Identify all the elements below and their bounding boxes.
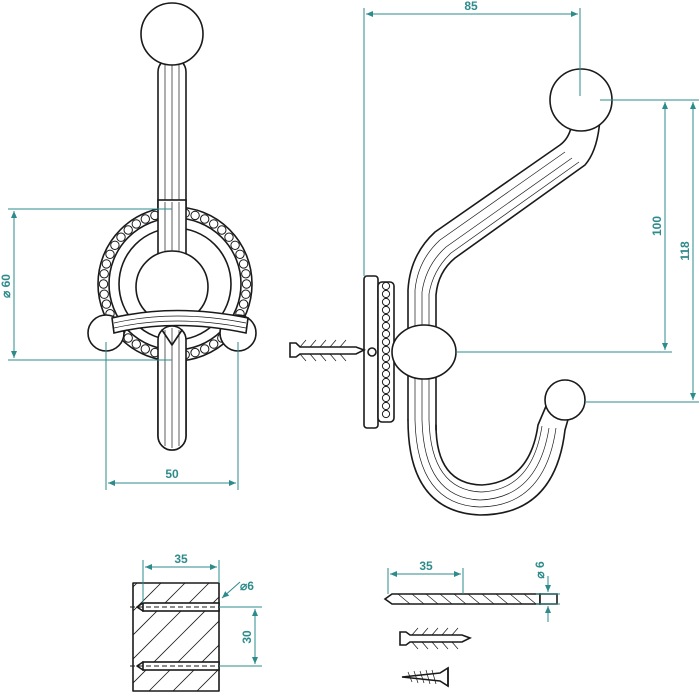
rosette-bead	[131, 339, 142, 349]
front-width-label: 50	[165, 467, 179, 481]
plate-bead	[381, 353, 391, 363]
rosette-bead	[200, 214, 210, 224]
side-center-ball	[391, 324, 457, 380]
block-outline	[132, 582, 220, 692]
plate-bead	[381, 321, 391, 331]
wall-plug	[289, 342, 366, 358]
rosette-bead	[140, 344, 151, 354]
rosette-bead	[241, 289, 251, 299]
plate-bead	[381, 377, 391, 387]
drill-diameter-label: ⌀ 6	[533, 561, 547, 579]
block-height-label: 30	[240, 630, 254, 644]
block-hatching	[133, 583, 219, 691]
block-height-dimension: 30	[219, 606, 262, 667]
hole-diameter-label: ⌀6	[240, 579, 254, 593]
mounting-block	[130, 582, 236, 692]
front-lower-arms	[111, 309, 249, 334]
rosette-bead	[238, 299, 249, 309]
front-width-dimension: 50	[105, 342, 239, 490]
rosette-bead	[235, 249, 245, 260]
upper-arm-height-label: 100	[650, 216, 664, 236]
drill-diameter-dimension: ⌀ 6	[533, 561, 560, 622]
plate-bead	[381, 361, 391, 371]
screw-head	[367, 347, 377, 357]
hole-diameter-dimension: ⌀6	[221, 579, 254, 599]
rosette-bead	[101, 299, 112, 309]
rosette-bead	[140, 214, 151, 224]
plate-bead	[381, 401, 391, 411]
hook-lower-curve	[407, 384, 576, 516]
rosette-bead	[224, 232, 234, 242]
front-top-ball	[140, 2, 204, 66]
drill-length-label: 35	[419, 559, 433, 573]
rosette-bead	[209, 339, 219, 349]
rosette-bead	[101, 259, 112, 269]
depth-label: 85	[464, 0, 478, 13]
rosette-bead	[99, 289, 109, 299]
block-width-dimension: 35	[142, 552, 220, 603]
front-arm-junction	[161, 329, 183, 346]
rosette-bead	[123, 333, 133, 343]
depth-dimension: 85	[363, 0, 581, 276]
total-height-label: 118	[678, 241, 692, 261]
rosette-bead	[230, 240, 240, 251]
plate-bead	[381, 305, 391, 315]
rosette-bead	[123, 225, 133, 235]
drill-bit	[383, 593, 558, 605]
plate-bead	[381, 297, 391, 307]
plate-bead	[381, 369, 391, 379]
drill-shank	[539, 593, 558, 605]
plate-bead	[381, 313, 391, 323]
rosette-bead	[110, 240, 120, 251]
rosette-bead	[99, 269, 109, 279]
plate-bead	[381, 345, 391, 355]
rosette-bead	[209, 219, 219, 229]
drill-length-dimension: 35	[387, 559, 464, 594]
rosette-bead	[238, 259, 249, 269]
plate-bead	[381, 337, 391, 347]
plate-bead	[381, 281, 391, 291]
rosette-bead	[217, 225, 227, 235]
plate-beads	[381, 281, 391, 419]
front-view	[87, 2, 257, 451]
side-lower-ball	[544, 379, 586, 421]
plate-bead	[381, 289, 391, 299]
rosette-bead	[105, 249, 115, 260]
wood-screw	[401, 666, 449, 688]
side-view	[289, 68, 613, 516]
rosette-diameter-dimension: ⌀ 60	[0, 208, 172, 361]
rosette-bead	[98, 279, 109, 289]
plate-bead	[381, 329, 391, 339]
rosette-bead	[241, 279, 252, 289]
upper-arm-height-dimension: 100	[456, 99, 672, 353]
plate-bead	[381, 409, 391, 419]
rosette-bead	[190, 210, 200, 221]
rosette-bead	[116, 232, 126, 242]
block-width-label: 35	[174, 552, 188, 566]
rosette-bead	[241, 269, 251, 279]
rosette-diameter-label: ⌀ 60	[0, 274, 13, 298]
spare-wall-plug	[399, 627, 472, 650]
rosette-bead	[200, 344, 210, 354]
plate-bead	[381, 393, 391, 403]
rosette-bead	[190, 347, 200, 358]
plate-bead	[381, 385, 391, 395]
rosette-bead	[131, 219, 142, 229]
total-height-dimension: 118	[585, 99, 699, 403]
